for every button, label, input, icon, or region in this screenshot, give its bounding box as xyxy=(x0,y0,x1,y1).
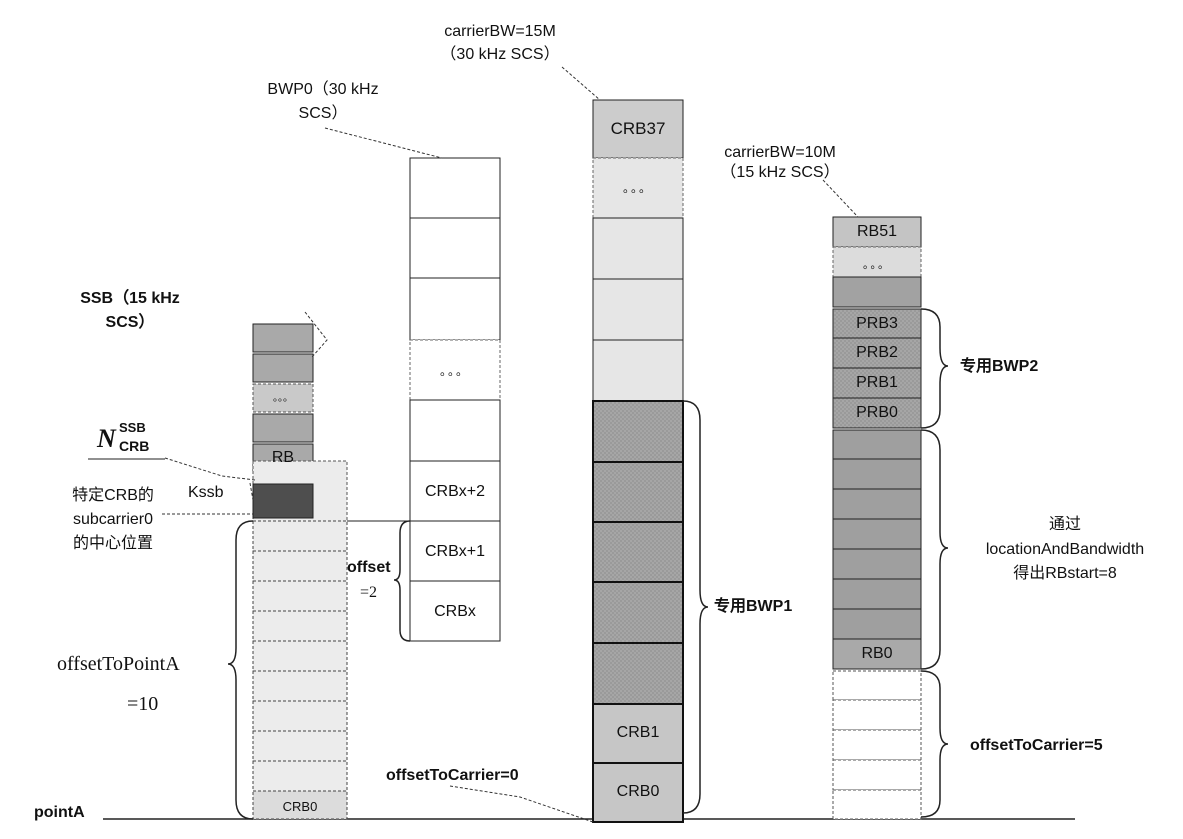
ssb-title: SSB（15 kHz xyxy=(80,290,180,307)
cell-dots-bwp0: 。。。 xyxy=(439,364,470,378)
ncrb-sup: SSB xyxy=(119,420,146,435)
specific-crb-line3: 的中心位置 xyxy=(72,535,153,552)
specific-crb-line2: subcarrier0 xyxy=(72,511,154,528)
location-line1: 通过 xyxy=(1048,516,1081,533)
cell-prb2: PRB2 xyxy=(856,344,898,361)
carrier15-title: carrierBW=15M xyxy=(444,23,556,40)
specific-crb-line1: 特定CRB的 xyxy=(72,487,154,504)
cell-dots-ssb: 。。。 xyxy=(273,393,293,404)
ssb-scs: SCS） xyxy=(105,314,155,331)
bwp0-column xyxy=(409,157,501,642)
dedicated-bwp1-label: 专用BWP1 xyxy=(714,598,793,615)
ncrb-main: N xyxy=(97,424,116,453)
dedicated-bwp2-label: 专用BWP2 xyxy=(960,358,1039,375)
cell-crb37: CRB37 xyxy=(610,119,666,138)
cell-rb0: RB0 xyxy=(861,645,893,662)
cell-crbx1: CRBx+1 xyxy=(424,543,486,560)
braces xyxy=(227,308,949,820)
cell-crb0-ssb: CRB0 xyxy=(282,799,318,814)
offset-to-point-a-value: =10 xyxy=(127,693,159,715)
ncrb-sub: CRB xyxy=(119,438,150,454)
offset-label: offset xyxy=(347,559,391,576)
cell-crbx2: CRBx+2 xyxy=(424,483,486,500)
cell-dots-carrier10: 。。。 xyxy=(863,259,891,271)
cell-rb-ssb: RB xyxy=(271,449,295,466)
carrier10-column xyxy=(832,216,922,820)
offset-to-point-a: offsetToPointA xyxy=(57,653,180,675)
location-line3: 得出RBstart=8 xyxy=(1013,565,1117,582)
cell-prb3: PRB3 xyxy=(856,315,898,332)
cell-rb51: RB51 xyxy=(856,223,898,240)
cell-prb0: PRB0 xyxy=(856,404,898,421)
carrier15-column xyxy=(592,99,684,823)
ssb-column xyxy=(252,323,348,820)
cell-prb1: PRB1 xyxy=(856,374,898,391)
carrier15-scs: （30 kHz SCS） xyxy=(440,46,560,63)
bwp0-title: BWP0（30 kHz xyxy=(267,81,379,98)
cell-crbx: CRBx xyxy=(434,603,476,620)
location-line2: locationAndBandwidth xyxy=(985,541,1145,558)
bwp0-scs: SCS） xyxy=(298,105,348,122)
offset-to-carrier-0: offsetToCarrier=0 xyxy=(386,767,519,784)
carrier10-title: carrierBW=10M xyxy=(724,144,836,161)
cell-crb1: CRB1 xyxy=(616,724,660,741)
kssb-label: Kssb xyxy=(188,484,224,501)
offset-value: =2 xyxy=(360,584,378,601)
leader-lines xyxy=(162,66,859,823)
offset-to-carrier-5: offsetToCarrier=5 xyxy=(970,737,1103,754)
carrier10-scs: （15 kHz SCS） xyxy=(720,164,840,181)
cell-crb0-carrier: CRB0 xyxy=(616,783,660,800)
cell-dots-carrier15: 。。。 xyxy=(622,181,653,195)
point-a-label: pointA xyxy=(34,804,85,821)
ncrb-symbol: N SSB CRB xyxy=(97,420,177,456)
